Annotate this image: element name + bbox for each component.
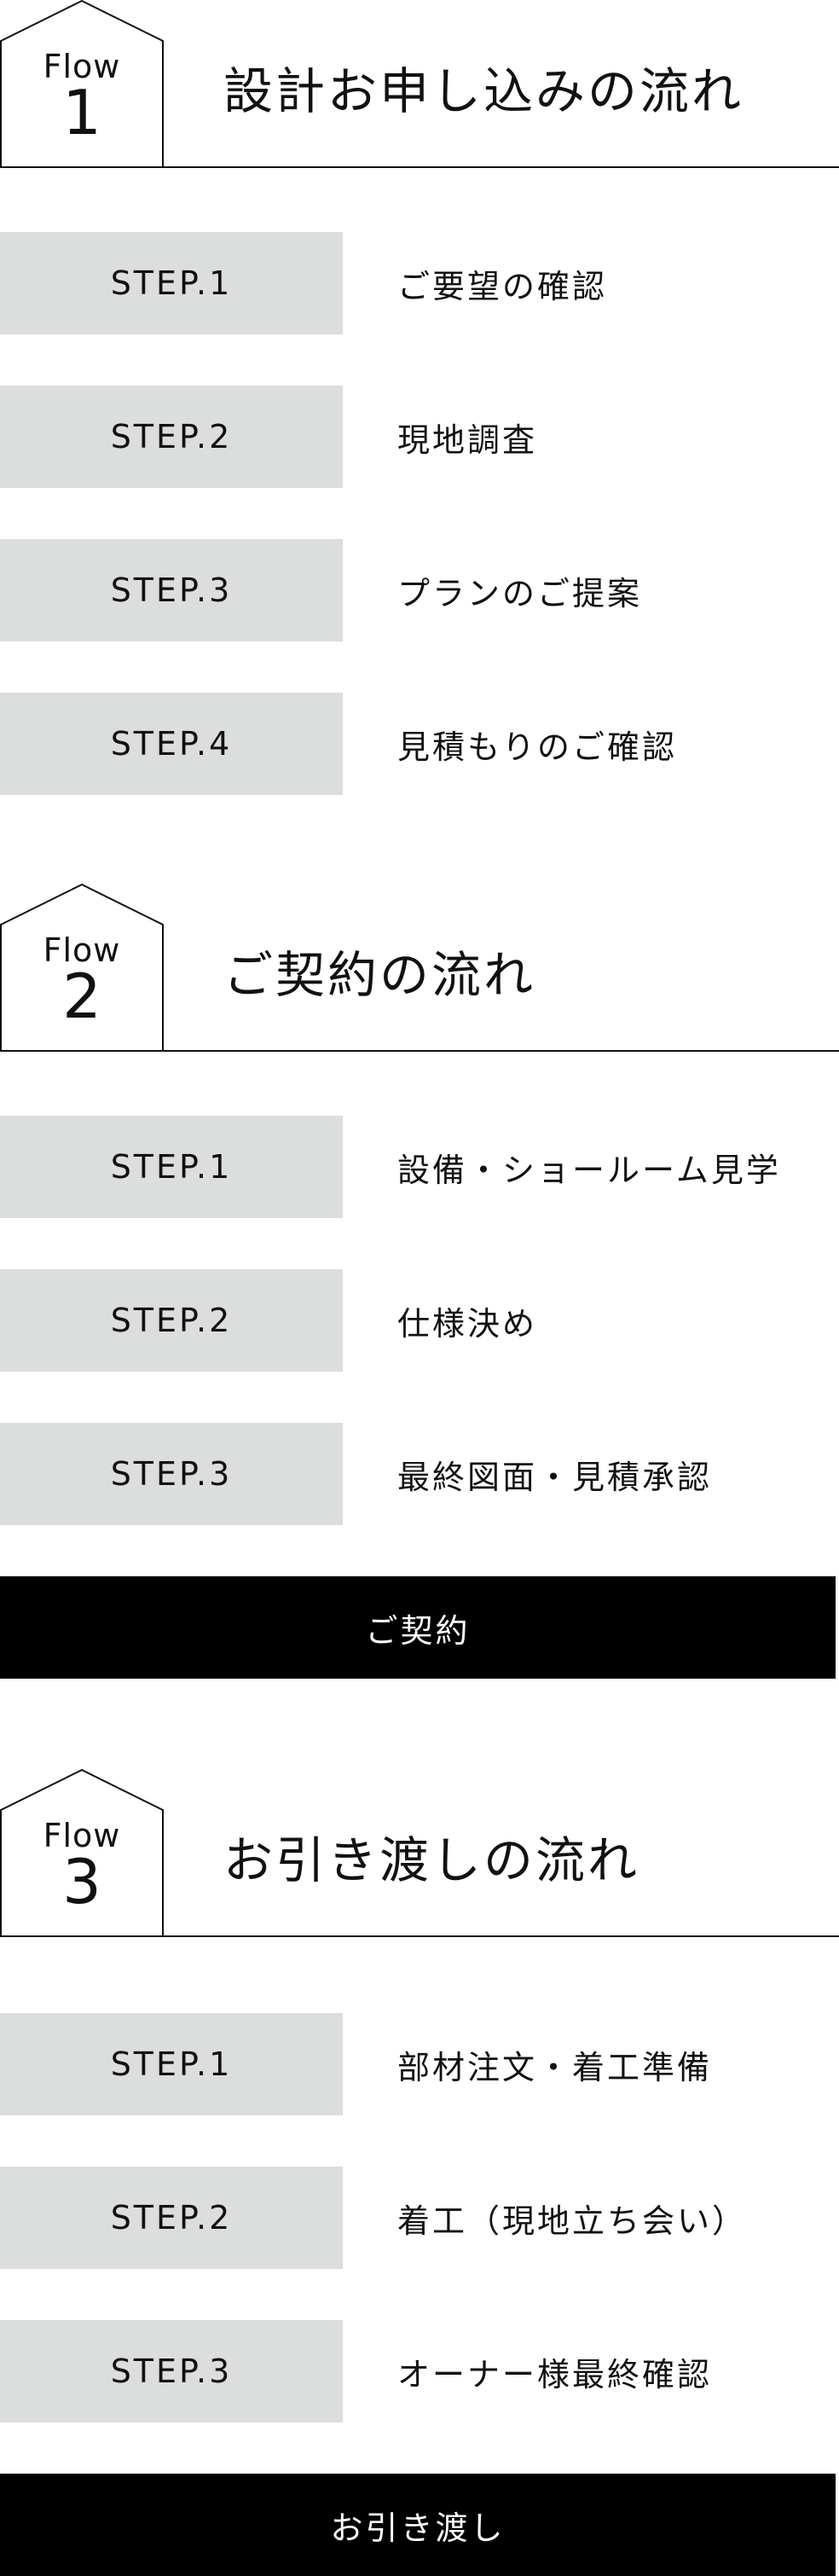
house-outline-icon: [0, 0, 164, 168]
flow-number: 3: [62, 1846, 101, 1917]
step-row: STEP.2 着工（現地立ち会い）: [0, 2167, 839, 2269]
flow-number: 2: [62, 960, 101, 1032]
step-label: STEP.2: [0, 2167, 343, 2269]
flow-header: Flow 3 お引き渡しの流れ: [0, 1769, 839, 1937]
step-text: ご要望の確認: [397, 267, 608, 305]
step-row: STEP.1 部材注文・着工準備: [0, 2013, 839, 2115]
flow-label: Flow: [43, 931, 121, 969]
step-row: STEP.3 オーナー様最終確認: [0, 2320, 839, 2422]
step-text: 仕様決め: [397, 1304, 538, 1343]
step-label: STEP.1: [0, 232, 343, 334]
flow-number: 1: [62, 77, 101, 148]
step-label: STEP.3: [0, 1423, 343, 1525]
flow-section-3: Flow 3 お引き渡しの流れ: [0, 1769, 839, 1937]
step-text: 着工（現地立ち会い）: [397, 2202, 748, 2240]
step-text: 最終図面・見積承認: [397, 1458, 713, 1496]
flow-title: ご契約の流れ: [223, 946, 536, 1004]
flow-title: お引き渡しの流れ: [223, 1831, 640, 1889]
flow-title: 設計お申し込みの流れ: [223, 62, 744, 120]
step-label: STEP.3: [0, 2320, 343, 2422]
flow-divider: [0, 166, 839, 168]
flow-header: Flow 1 設計お申し込みの流れ: [0, 0, 839, 168]
house-outline-icon: [0, 884, 164, 1052]
step-text: 部材注文・着工準備: [397, 2048, 713, 2086]
step-row: STEP.4 見積もりのご確認: [0, 693, 839, 795]
house-outline-icon: [0, 1769, 164, 1937]
handover-milestone-bar: お引き渡し: [0, 2474, 836, 2576]
step-row: STEP.2 現地調査: [0, 386, 839, 488]
flow-header: Flow 2 ご契約の流れ: [0, 884, 839, 1052]
flow-divider: [0, 1935, 839, 1937]
step-row: STEP.3 プランのご提案: [0, 539, 839, 641]
flow-label: Flow: [43, 1817, 121, 1854]
step-label: STEP.1: [0, 1116, 343, 1218]
step-label: STEP.2: [0, 1269, 343, 1372]
flow-divider: [0, 1050, 839, 1052]
step-row: STEP.3 最終図面・見積承認: [0, 1423, 839, 1525]
step-text: 現地調査: [397, 421, 538, 459]
step-row: STEP.1 設備・ショールーム見学: [0, 1116, 839, 1218]
step-label: STEP.3: [0, 539, 343, 641]
flow-section-2: Flow 2 ご契約の流れ: [0, 884, 839, 1052]
step-text: プランのご提案: [397, 574, 643, 612]
step-label: STEP.4: [0, 693, 343, 795]
contract-milestone-bar: ご契約: [0, 1576, 836, 1679]
step-row: STEP.2 仕様決め: [0, 1269, 839, 1372]
flow-section-1: Flow 1 設計お申し込みの流れ: [0, 0, 839, 168]
step-text: 見積もりのご確認: [397, 728, 678, 766]
step-text: 設備・ショールーム見学: [397, 1151, 781, 1189]
flow-label: Flow: [43, 48, 121, 85]
step-label: STEP.1: [0, 2013, 343, 2115]
step-text: オーナー様最終確認: [397, 2355, 713, 2393]
step-label: STEP.2: [0, 386, 343, 488]
step-row: STEP.1 ご要望の確認: [0, 232, 839, 334]
